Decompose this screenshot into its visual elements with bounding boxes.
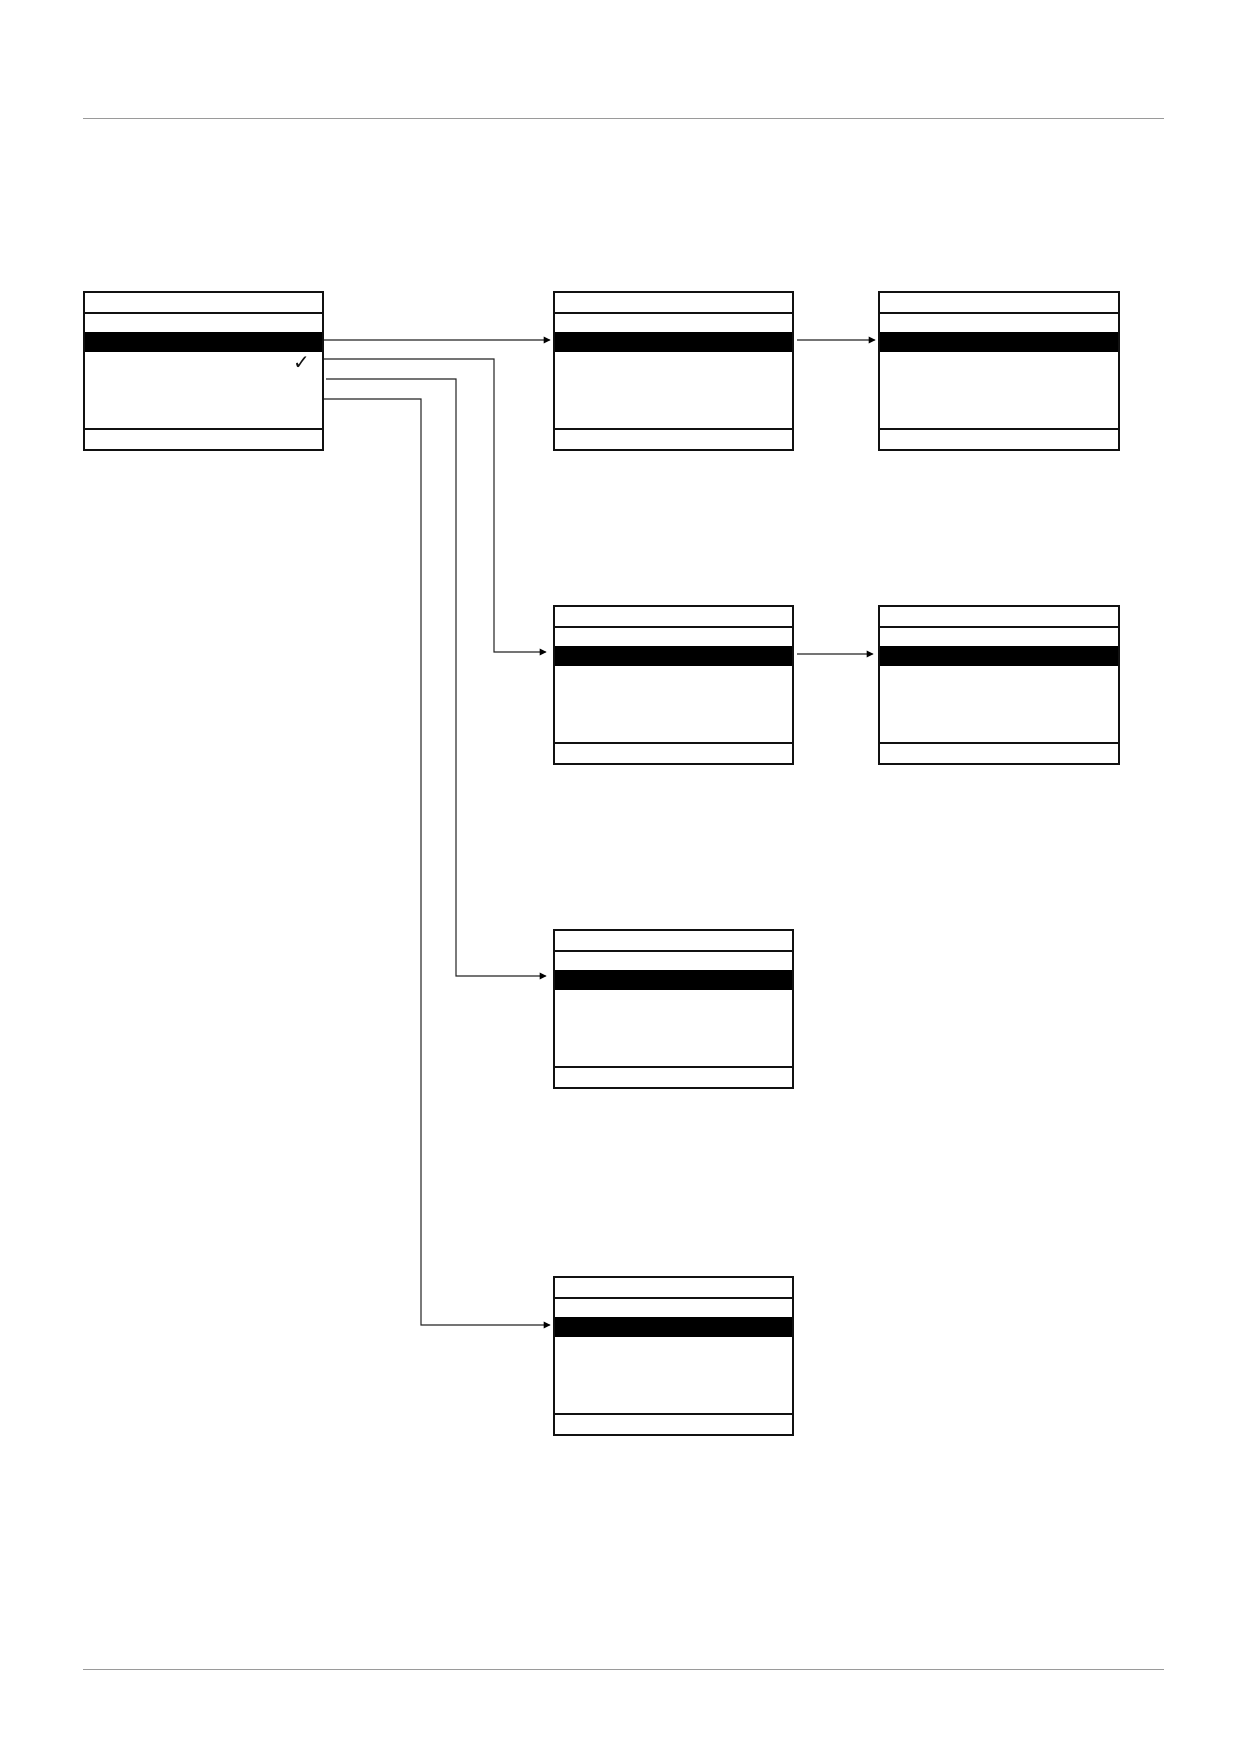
header-rule bbox=[83, 118, 1164, 119]
screen-title-bar bbox=[555, 950, 792, 952]
checkmark-icon: ✓ bbox=[293, 350, 310, 374]
screen-sub-c bbox=[553, 929, 794, 1089]
selected-row[interactable] bbox=[85, 332, 322, 352]
screen-footer-bar bbox=[880, 428, 1118, 430]
screen-footer-bar bbox=[555, 428, 792, 430]
footer-rule bbox=[83, 1669, 1164, 1670]
screen-title-bar bbox=[555, 1297, 792, 1299]
screen-title-bar bbox=[555, 626, 792, 628]
connector-main-to-sub-b bbox=[324, 358, 547, 656]
screen-footer-bar bbox=[880, 742, 1118, 744]
selected-row[interactable] bbox=[555, 970, 792, 990]
screen-footer-bar bbox=[555, 742, 792, 744]
screen-main: ✓ bbox=[83, 291, 324, 451]
screen-footer-bar bbox=[555, 1413, 792, 1415]
screen-footer-bar bbox=[85, 428, 322, 430]
selected-row[interactable] bbox=[555, 646, 792, 666]
selected-row[interactable] bbox=[555, 332, 792, 352]
screen-footer-bar bbox=[555, 1066, 792, 1068]
selected-row[interactable] bbox=[880, 332, 1118, 352]
screen-sub-b bbox=[553, 605, 794, 765]
screen-sub-b-detail bbox=[878, 605, 1120, 765]
screen-sub-d bbox=[553, 1276, 794, 1436]
selected-row[interactable] bbox=[555, 1317, 792, 1337]
screen-title-bar bbox=[85, 312, 322, 314]
screen-sub-a bbox=[553, 291, 794, 451]
screen-title-bar bbox=[880, 626, 1118, 628]
screen-title-bar bbox=[880, 312, 1118, 314]
screen-sub-a-detail bbox=[878, 291, 1120, 451]
screen-title-bar bbox=[555, 312, 792, 314]
selected-row[interactable] bbox=[880, 646, 1118, 666]
connector-main-to-sub-d bbox=[324, 398, 551, 1329]
connector-main-to-sub-c bbox=[326, 378, 547, 980]
